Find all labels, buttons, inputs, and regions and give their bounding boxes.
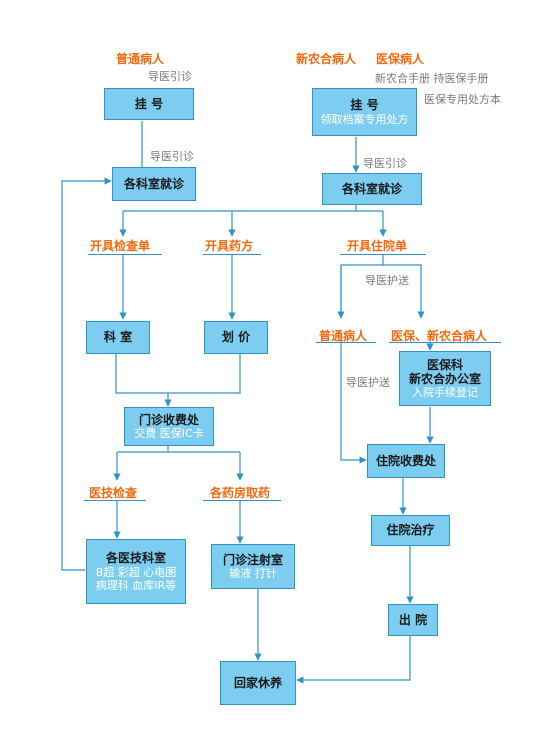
register-box-right-sub: 领取档案专用处方 bbox=[320, 112, 409, 126]
inpatient-cashier-box: 住院收费处 bbox=[367, 444, 445, 478]
underline-issue-prescription bbox=[203, 254, 261, 255]
underline-inpatient-insured bbox=[389, 342, 501, 343]
pricing-box: 划 价 bbox=[204, 321, 268, 354]
insurance-office-box: 医保科 新农合办公室 入院手续登记 bbox=[399, 351, 491, 406]
medtech-depts-sub: B超 彩超 心电图 bbox=[95, 565, 177, 579]
injection-room-sub: 输液 打针 bbox=[229, 567, 277, 581]
go-home-box: 回家休养 bbox=[220, 661, 296, 705]
underline-medtech-exam bbox=[84, 500, 146, 501]
label-insurance-patient: 医保病人 bbox=[376, 52, 425, 66]
label-pharmacy-pickup: 各药房取药 bbox=[210, 486, 271, 500]
label-inpatient-insured: 医保、新农合病人 bbox=[391, 329, 488, 343]
label-issue-prescription: 开具药方 bbox=[205, 239, 254, 253]
dept-visit-box-left: 各科室就诊 bbox=[112, 167, 196, 201]
pricing-box-title: 划 价 bbox=[221, 330, 251, 345]
register-box-left: 挂 号 bbox=[104, 88, 194, 120]
label-escort-2: 导医护送 bbox=[346, 376, 390, 389]
underline-issue-exam bbox=[88, 254, 162, 255]
discharge-box: 出 院 bbox=[388, 604, 438, 636]
dept-visit-box-right: 各科室就诊 bbox=[322, 173, 422, 205]
discharge-title: 出 院 bbox=[398, 612, 428, 627]
connector-cashier-split bbox=[117, 446, 240, 453]
label-escort-1: 导医护送 bbox=[365, 274, 409, 287]
medtech-depts-sub-2: 病理科 血库IR等 bbox=[95, 578, 177, 592]
register-box-right: 挂 号 领取档案专用处方 bbox=[312, 88, 417, 136]
label-issue-exam: 开具检查单 bbox=[90, 239, 151, 253]
department-box-title: 科 室 bbox=[103, 330, 133, 345]
label-insurance-prescription-note: 医保专用处方本 bbox=[424, 93, 501, 106]
medtech-depts-title: 各医技科室 bbox=[105, 551, 166, 566]
connector-dept-bus bbox=[123, 205, 383, 212]
department-box: 科 室 bbox=[86, 321, 150, 354]
insurance-office-title-2: 新农合办公室 bbox=[408, 371, 481, 386]
label-medtech-exam: 医技检查 bbox=[89, 486, 138, 500]
label-guide-3: 导医引诊 bbox=[363, 157, 407, 170]
outpatient-cashier-box: 门诊收费处 交费 医保IC卡 bbox=[124, 407, 214, 446]
connector-loop-back bbox=[61, 177, 112, 571]
register-box-left-title: 挂 号 bbox=[134, 96, 164, 111]
connector-ordinary-to-inpatient-cashier bbox=[340, 340, 367, 464]
go-home-title: 回家休养 bbox=[233, 675, 282, 690]
underline-issue-admission bbox=[340, 254, 426, 255]
insurance-office-sub: 入院手续登记 bbox=[412, 386, 478, 400]
inpatient-treatment-box: 住院治疗 bbox=[371, 515, 450, 546]
label-guide-2: 导医引诊 bbox=[150, 150, 194, 163]
medtech-depts-box: 各医技科室 B超 彩超 心电图 病理科 血库IR等 bbox=[86, 539, 186, 604]
injection-room-box: 门诊注射室 输液 打针 bbox=[211, 544, 295, 589]
insurance-office-title: 医保科 bbox=[426, 357, 463, 372]
dept-visit-box-right-title: 各科室就诊 bbox=[341, 181, 402, 196]
underline-inpatient-ordinary bbox=[316, 342, 376, 343]
inpatient-cashier-title: 住院收费处 bbox=[375, 453, 436, 468]
label-rural-coop-patient: 新农合病人 bbox=[296, 52, 357, 66]
connector-merge-to-cashier bbox=[115, 354, 241, 406]
label-issue-admission: 开具住院单 bbox=[347, 239, 408, 253]
underline-pharmacy-pickup bbox=[203, 500, 281, 501]
register-box-right-title: 挂 号 bbox=[350, 98, 379, 113]
label-guide-1: 导医引诊 bbox=[148, 70, 192, 83]
inpatient-treatment-title: 住院治疗 bbox=[386, 523, 435, 538]
label-ordinary-patient: 普通病人 bbox=[116, 52, 165, 66]
outpatient-cashier-sub: 交费 医保IC卡 bbox=[134, 427, 204, 441]
dept-visit-box-left-title: 各科室就诊 bbox=[123, 176, 184, 191]
connector-discharge-to-home bbox=[296, 636, 411, 684]
injection-room-title: 门诊注射室 bbox=[222, 552, 283, 567]
label-inpatient-ordinary: 普通病人 bbox=[319, 329, 368, 343]
label-rural-coop-card-note: 新农合手册 持医保手册 bbox=[375, 72, 489, 85]
outpatient-cashier-title: 门诊收费处 bbox=[138, 412, 199, 427]
